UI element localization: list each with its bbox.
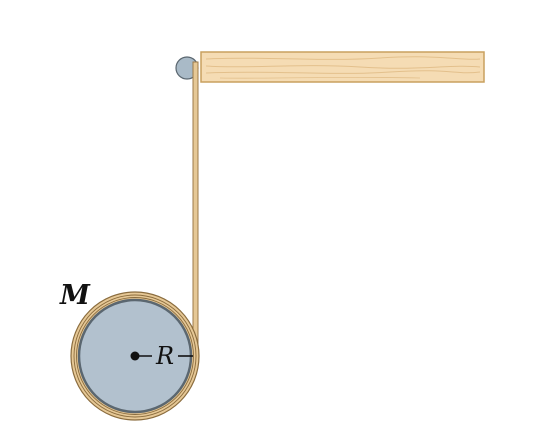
wooden-beam: [200, 51, 485, 83]
beam-grain: [205, 70, 481, 74]
wrapped-string-ring: [73, 294, 197, 418]
beam-grain: [205, 65, 481, 69]
wrapped-string-ring: [76, 297, 194, 415]
beam-grain: [205, 56, 481, 60]
disk: [70, 291, 200, 421]
radius-label: R: [155, 342, 174, 370]
beam-grain: [219, 76, 421, 79]
string: [192, 61, 199, 358]
mass-label: M: [59, 280, 91, 311]
